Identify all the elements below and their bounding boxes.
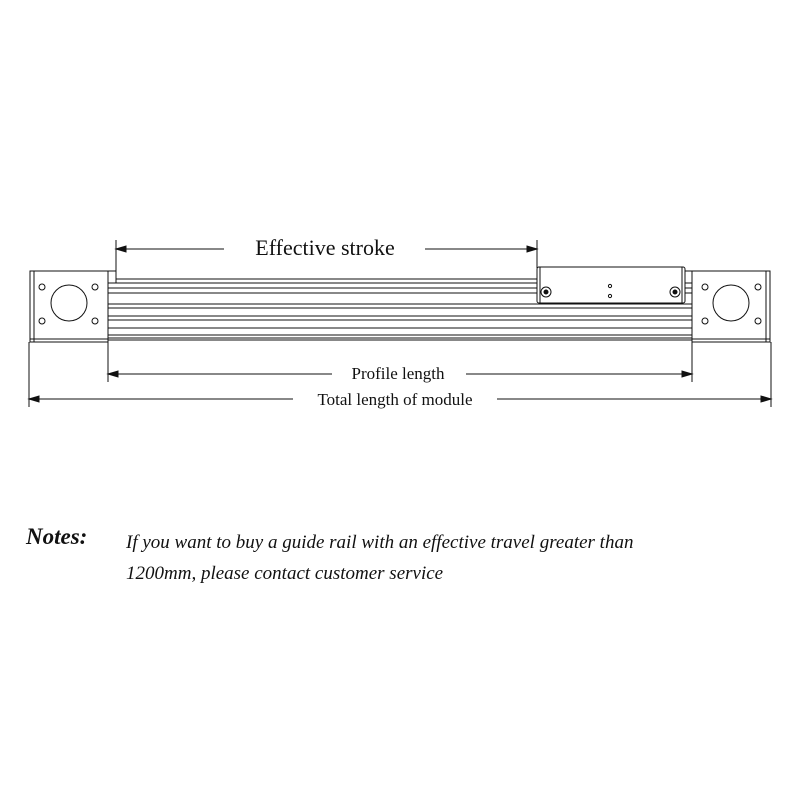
carriage-bolt [669, 286, 681, 298]
profile-length-label: Profile length [351, 364, 445, 383]
effective-stroke-label: Effective stroke [255, 235, 394, 260]
profile-length-dimension [106, 342, 694, 382]
left-screw-hole [38, 283, 46, 291]
left-screw-hole [91, 283, 99, 291]
carriage-bolt-core [672, 289, 678, 295]
total-length-label: Total length of module [317, 390, 472, 409]
right-end-plate [691, 270, 771, 343]
total-length-dimension [27, 342, 773, 407]
profile-length-arrow-left [106, 370, 119, 378]
effective-stroke-arrow-right [526, 245, 539, 253]
notes-text: If you want to buy a guide rail with an … [126, 532, 634, 584]
notes-label: Notes: [26, 524, 88, 549]
carriage-pin-hole [607, 283, 613, 289]
right-screw-hole [701, 283, 709, 291]
left-end-plate [29, 270, 109, 343]
left-motor-bore [50, 284, 88, 322]
carriage-bolt-core [543, 289, 549, 295]
linear-module [29, 266, 771, 343]
carriage-bolt [540, 286, 552, 298]
right-motor-bore [712, 284, 750, 322]
carriage-pin-hole [607, 293, 613, 299]
left-screw-hole [38, 317, 46, 325]
left-end-cap [107, 270, 117, 284]
slider-carriage [536, 266, 686, 304]
right-screw-hole [754, 283, 762, 291]
left-screw-hole [91, 317, 99, 325]
right-end-plate-body [691, 270, 771, 343]
cover-strip [107, 278, 539, 284]
total-length-arrow-left [27, 395, 40, 403]
total-length-arrow-right [760, 395, 773, 403]
left-end-plate-body [29, 270, 109, 343]
right-screw-hole [701, 317, 709, 325]
effective-stroke-arrow-left [114, 245, 127, 253]
profile-length-arrow-right [681, 370, 694, 378]
effective-stroke-dimension [114, 240, 539, 280]
right-screw-hole [754, 317, 762, 325]
